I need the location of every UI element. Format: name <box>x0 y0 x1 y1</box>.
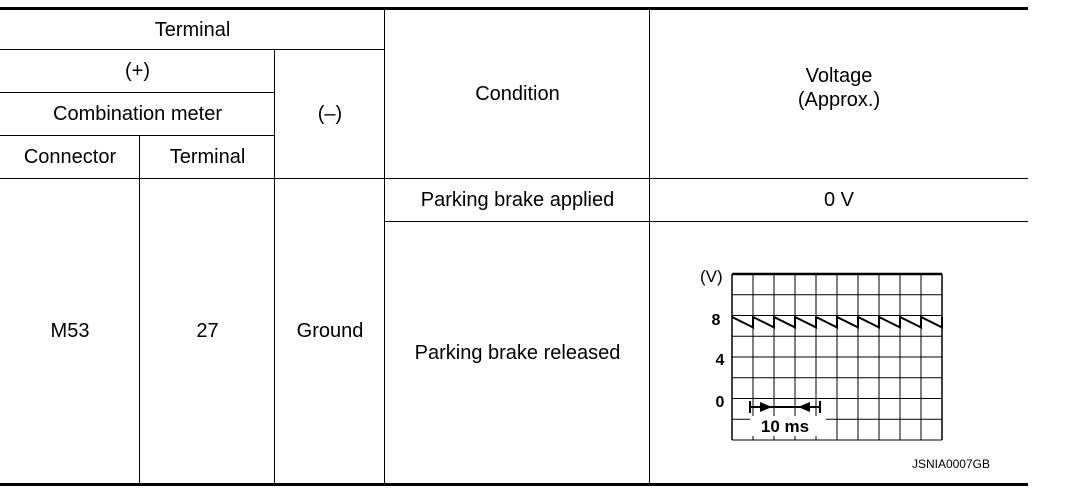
divider-plus-minus <box>274 49 275 484</box>
divider-condition-voltage <box>649 8 650 484</box>
table-top-border <box>0 7 1028 10</box>
header-terminal: Terminal <box>154 18 231 41</box>
header-connector: Connector <box>23 146 117 168</box>
y-unit-label: (V) <box>700 267 723 286</box>
cell-connector: M53 <box>50 320 90 342</box>
rule-below-applied <box>384 221 1028 222</box>
header-terminal-number: Terminal <box>169 146 246 168</box>
y-tick-4: 4 <box>716 352 725 369</box>
header-voltage: Voltage (Approx.) <box>650 10 1028 178</box>
cell-terminal: 27 <box>196 320 219 342</box>
header-combination-meter: Combination meter <box>53 103 222 125</box>
condition-brake-applied: Parking brake applied <box>420 189 615 211</box>
header-plus: (+) <box>125 60 150 82</box>
scope-grid <box>731 272 943 441</box>
header-condition: Condition <box>475 83 560 105</box>
rule-below-combination-meter <box>0 135 275 136</box>
voltage-brake-applied: 0 V <box>823 189 855 211</box>
rule-below-terminal <box>0 49 385 50</box>
time-scale-marker <box>749 401 821 413</box>
divider-connector-terminal <box>139 135 140 484</box>
cell-ground: Ground <box>296 320 364 342</box>
sawtooth-waveform <box>731 315 943 329</box>
header-bottom-rule <box>0 178 1028 179</box>
condition-brake-released: Parking brake released <box>414 341 621 364</box>
figure-code: JSNIA0007GB <box>912 457 990 471</box>
divider-terminal-condition <box>384 8 385 484</box>
table-bottom-border <box>0 483 1028 486</box>
y-tick-8: 8 <box>712 312 721 329</box>
header-voltage-line1: Voltage <box>805 65 873 87</box>
header-voltage-line2: (Approx.) <box>797 89 881 111</box>
y-tick-0: 0 <box>716 394 725 411</box>
rule-below-plus <box>0 92 275 93</box>
time-scale-label: 10 ms <box>761 417 809 436</box>
header-minus: (–) <box>317 103 343 125</box>
waveform-figure: (V) 8 4 0 10 ms JSNIA0007GB <box>690 262 1000 472</box>
